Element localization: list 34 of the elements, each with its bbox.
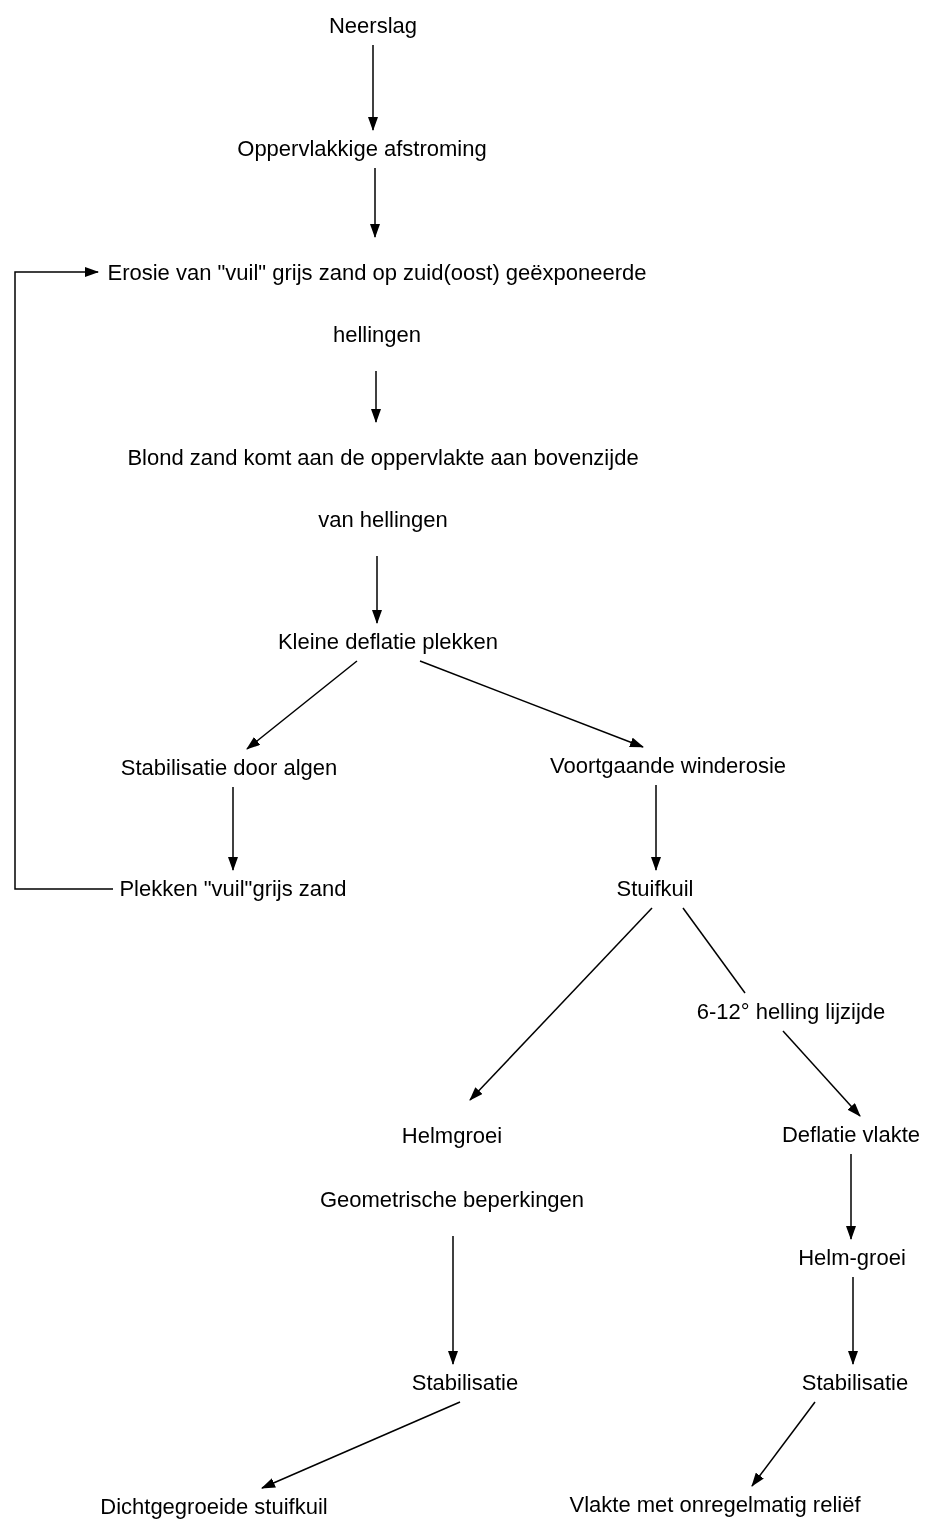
- feedback-arrow: [14, 267, 114, 890]
- arrow: [372, 555, 382, 624]
- arrow: [469, 907, 653, 1101]
- flow-step-text: Stabilisatie door algen: [119, 754, 339, 782]
- arrow: [651, 784, 661, 871]
- arrow: [368, 44, 378, 131]
- arrow: [370, 167, 380, 238]
- flow-step-text: Geometrische beperkingen: [318, 1186, 586, 1214]
- arrow: [419, 660, 644, 748]
- arrow: [261, 1401, 461, 1489]
- arrow: [371, 370, 381, 423]
- arrow: [448, 1235, 458, 1365]
- arrow: [246, 660, 358, 750]
- flow-step-text: Deflatie vlakte: [780, 1121, 922, 1149]
- flow-step-text: Kleine deflatie plekken: [276, 628, 500, 656]
- flow-step-text: Stuifkuil: [615, 875, 695, 903]
- flow-step-text: Stabilisatie: [410, 1369, 520, 1397]
- flow-step-text: 6-12° helling lijzijde: [695, 998, 887, 1026]
- flow-step-text: Neerslag: [327, 12, 418, 40]
- arrow: [782, 1030, 861, 1117]
- flow-step-text: Erosie van "vuil" grijs zand op zuid(oost) geëxponeerde hellingen: [106, 259, 648, 349]
- arrow: [751, 1401, 816, 1487]
- arrow: [848, 1276, 858, 1365]
- flow-step-text: Oppervlakkige afstroming: [236, 135, 488, 163]
- flow-step-text: Vlakte met onregelmatig reliëf: [568, 1491, 862, 1519]
- flow-step-text: Blond zand komt aan de oppervlakte aan bovenzijde van hellingen: [126, 444, 640, 534]
- flow-step-text: Dichtgegroeide stuifkuil: [99, 1493, 329, 1521]
- arrow: [846, 1153, 856, 1240]
- flow-step-text: Helmgroei: [400, 1122, 504, 1150]
- flow-step-text: Helm-groei: [797, 1244, 907, 1272]
- flow-step-text: Plekken "vuil"grijs zand: [118, 875, 348, 903]
- flow-step-text: Stabilisatie: [800, 1369, 910, 1397]
- arrow: [228, 786, 238, 871]
- flow-step-text: Voortgaande winderosie: [548, 752, 788, 780]
